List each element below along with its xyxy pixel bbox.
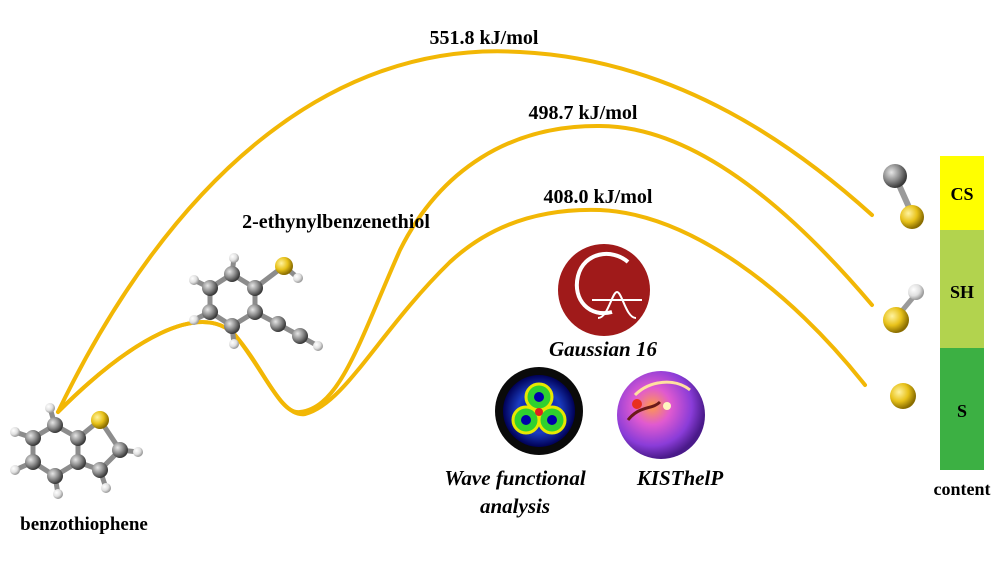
- content-segment-s: [940, 348, 984, 470]
- gaussian-logo-icon: [558, 244, 650, 336]
- wfa-label-line1: Wave functional: [444, 466, 586, 490]
- reactant-label: benzothiophene: [20, 514, 148, 535]
- kisthelp-label: KISThelP: [636, 466, 724, 490]
- pathway-curves: [56, 49, 874, 417]
- content-label-s: S: [957, 401, 967, 421]
- gaussian-label: Gaussian 16: [549, 337, 657, 361]
- content-segment-sh: [940, 230, 984, 348]
- product-s: [890, 383, 916, 409]
- product-sh: [883, 284, 924, 333]
- pathway-curve-sh: [56, 123, 874, 415]
- benzothiophene-molecule: [10, 403, 143, 499]
- energy-label-cs: 551.8 kJ/mol: [430, 27, 539, 49]
- pathway-curve-cs: [56, 49, 874, 414]
- intermediate-label: 2-ethynylbenzenethiol: [242, 211, 430, 233]
- content-caption: content: [934, 479, 991, 499]
- content-bar: CS SH S: [940, 156, 984, 470]
- energy-label-s: 408.0 kJ/mol: [544, 186, 653, 208]
- wave-function-analysis-icon: [495, 367, 583, 455]
- product-cs: [883, 164, 924, 229]
- wfa-label-line2: analysis: [480, 494, 550, 518]
- content-segment-cs: [940, 156, 984, 230]
- content-label-cs: CS: [950, 184, 973, 204]
- kisthelp-icon: [617, 371, 705, 459]
- pathway-curve-s: [56, 207, 867, 417]
- content-label-sh: SH: [950, 282, 974, 302]
- ethynylbenzenethiol-molecule: [189, 253, 323, 351]
- energy-label-sh: 498.7 kJ/mol: [529, 102, 638, 124]
